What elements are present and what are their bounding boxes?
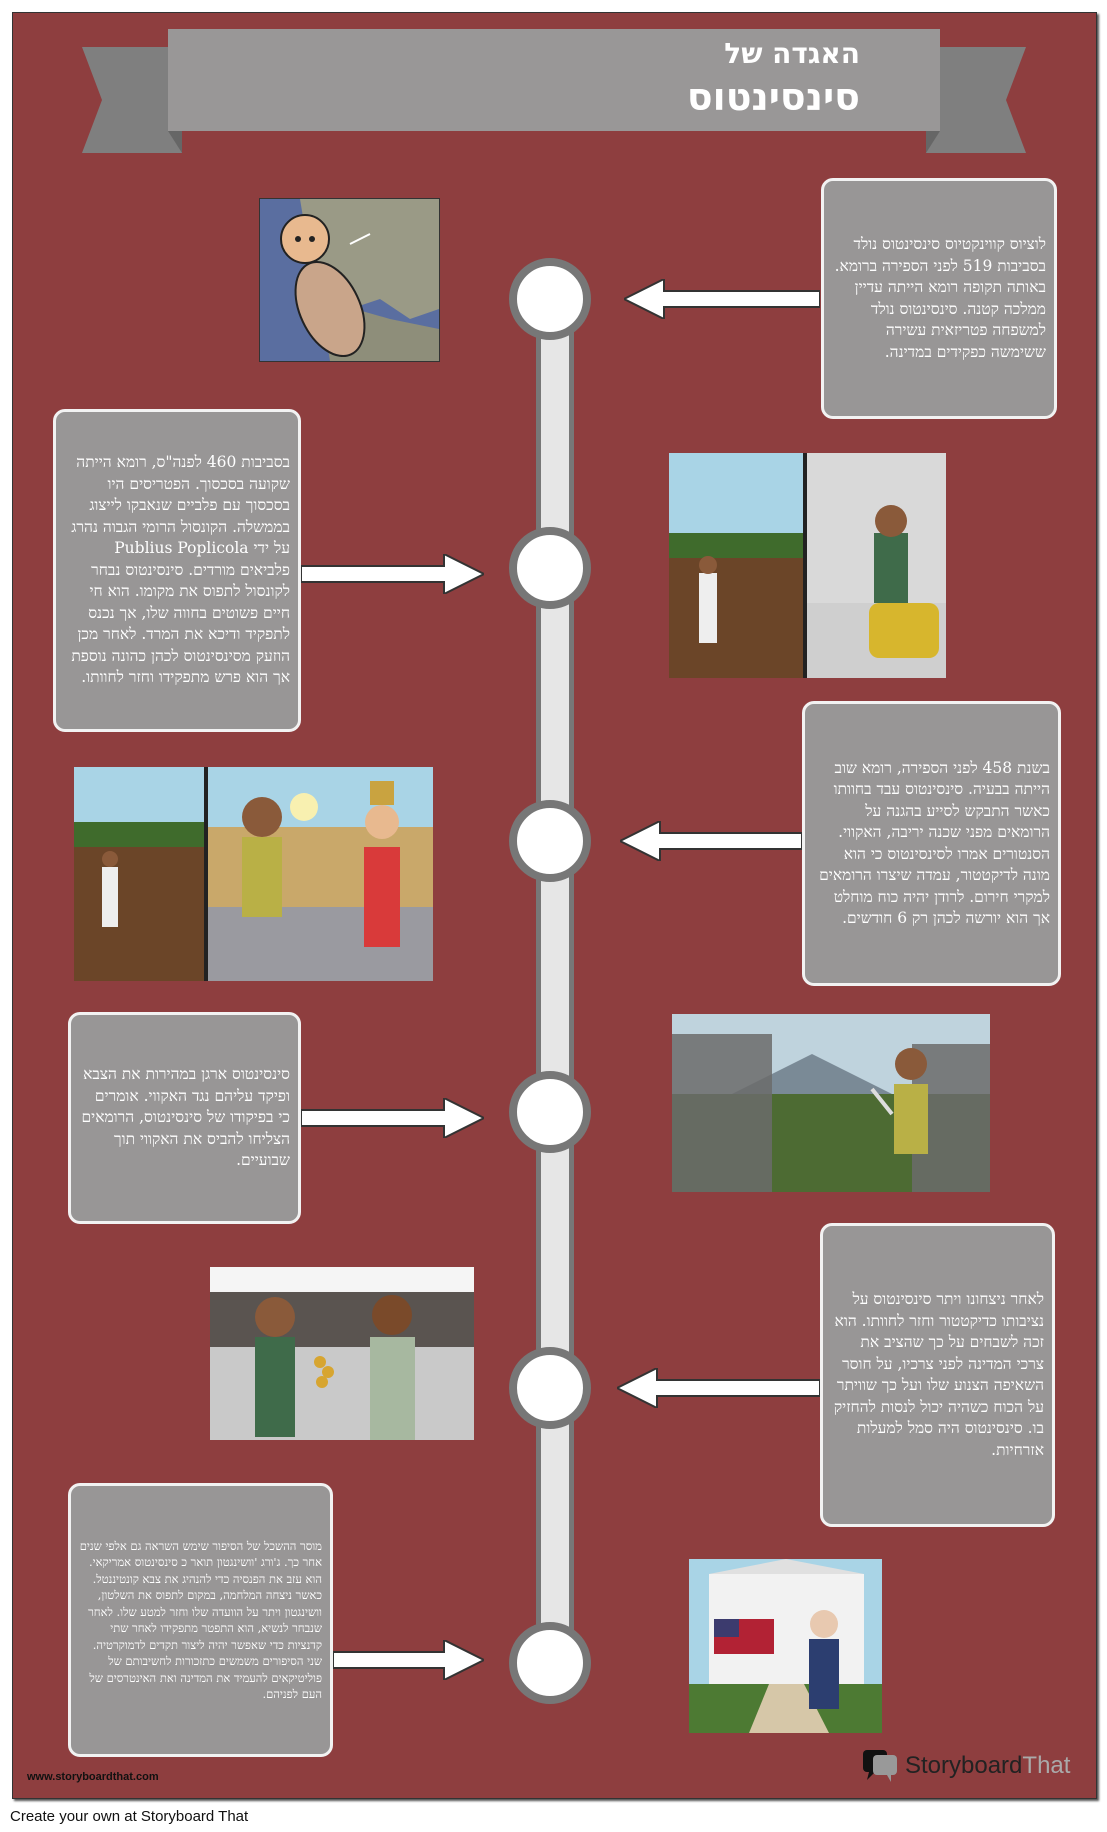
timeline-node-3 (509, 800, 591, 882)
arrow-left-icon (620, 821, 802, 861)
illustration-battle (672, 1014, 990, 1192)
arrow-right-icon (333, 1640, 484, 1680)
event-text-1: לוציוס קווינקטיוס סינסינטוס נולד בסביבות… (834, 235, 1046, 361)
event-box-6: מוסר ההשכל של הסיפור שימש השראה גם אלפי … (68, 1483, 333, 1757)
event-box-5: לאחר ניצחונו ויתר סינסינטוס על נציבותו כ… (820, 1223, 1055, 1527)
event-text-2: בסביבות 460 לפנה"ס, רומא הייתה שקועה בסכ… (71, 453, 290, 687)
event-text-5: לאחר ניצחונו ויתר סינסינטוס על נציבותו כ… (833, 1290, 1044, 1459)
arrow-right-icon (301, 1098, 484, 1138)
timeline-node-5 (509, 1347, 591, 1429)
arrow-left-icon (624, 279, 820, 319)
ribbon-tail-right (926, 47, 1026, 153)
storyboardthat-logo[interactable]: StoryboardThat (863, 1750, 1070, 1782)
create-your-own-link[interactable]: Create your own at Storyboard That (10, 1808, 249, 1825)
timeline-node-6 (509, 1622, 591, 1704)
illustration-farm-and-senate (669, 453, 946, 678)
event-box-4: סינסינטוס ארגן במהירות את הצבא ופיקד עלי… (68, 1012, 301, 1224)
timeline-node-4 (509, 1071, 591, 1153)
speech-bubble-logo-icon (863, 1750, 897, 1782)
logo-word-storyboard: Storyboard (905, 1752, 1023, 1779)
arrow-left-icon (617, 1368, 820, 1408)
event-text-3: בשנת 458 לפני הספירה, רומא שוב הייתה בבע… (819, 758, 1050, 928)
title-line-1: האגדה של (724, 37, 860, 70)
illustration-baby-map (259, 198, 440, 362)
arrow-right-icon (301, 554, 484, 594)
illustration-return-to-farm (210, 1267, 474, 1440)
website-url[interactable]: www.storyboardthat.com (27, 1771, 159, 1783)
title-banner: האגדה של סינסינטוס (168, 29, 940, 131)
ribbon-tail-left (82, 47, 182, 153)
timeline-node-1 (509, 258, 591, 340)
event-text-4: סינסינטוס ארגן במהירות את הצבא ופיקד עלי… (81, 1065, 290, 1170)
illustration-george-washington (689, 1559, 882, 1733)
timeline-node-2 (509, 527, 591, 609)
timeline-line (536, 295, 574, 1665)
event-box-1: לוציוס קווינקטיוס סינסינטוס נולד בסביבות… (821, 178, 1057, 419)
title-line-2: סינסינטוס (686, 75, 860, 119)
illustration-senators-visit-farm (74, 767, 433, 981)
event-box-3: בשנת 458 לפני הספירה, רומא שוב הייתה בבע… (802, 701, 1061, 986)
logo-word-that: That (1022, 1752, 1071, 1779)
event-box-2: בסביבות 460 לפנה"ס, רומא הייתה שקועה בסכ… (53, 409, 301, 732)
event-text-6: מוסר ההשכל של הסיפור שימש השראה גם אלפי … (79, 1538, 322, 1702)
